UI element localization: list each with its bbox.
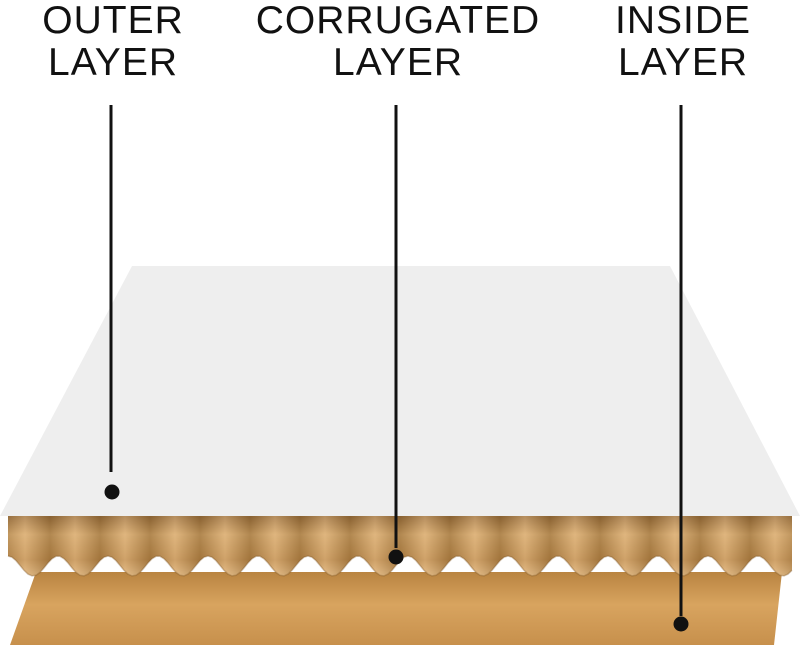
inside-layer-marker-dot xyxy=(673,616,689,632)
outer-layer-sheet xyxy=(0,266,800,516)
inside-layer-label: INSIDE LAYER xyxy=(598,0,768,84)
corrugated-layer-label: CORRUGATED LAYER xyxy=(238,0,558,84)
inside-layer-label-line1: INSIDE xyxy=(614,0,752,42)
inside-layer-sheet xyxy=(10,572,782,645)
outer-layer-label-line2: LAYER xyxy=(48,41,178,84)
corrugated-layer-label-line1: CORRUGATED xyxy=(255,0,541,42)
outer-layer-label: OUTER LAYER xyxy=(28,0,198,84)
corrugated-layer-label-line2: LAYER xyxy=(333,41,463,84)
corrugated-layer-marker-dot xyxy=(388,549,404,565)
inside-layer-label-line2: LAYER xyxy=(618,41,748,84)
outer-layer-label-line1: OUTER xyxy=(42,0,184,42)
outer-layer-marker-dot xyxy=(104,484,120,500)
